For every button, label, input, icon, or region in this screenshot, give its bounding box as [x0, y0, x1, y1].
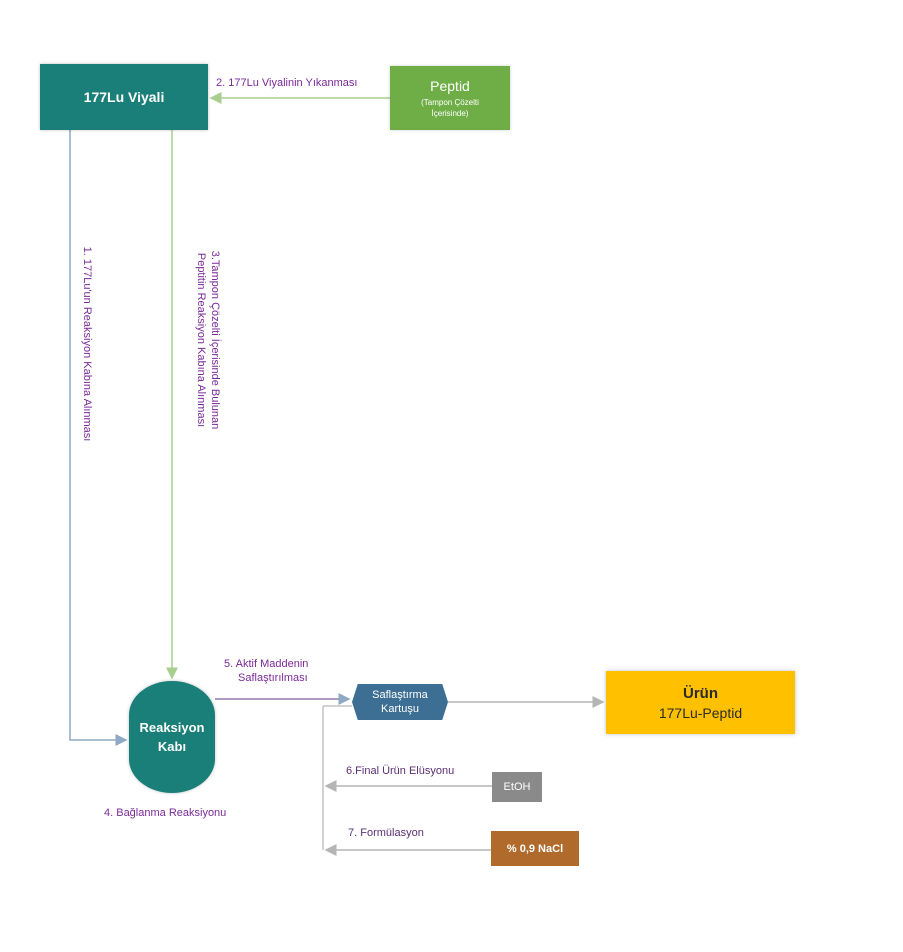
- node-purification-cartridge: Saflaştırma Kartuşu: [352, 684, 448, 720]
- step4-label: 4. Bağlanma Reaksiyonu: [104, 807, 227, 819]
- arrow-vial-to-reactor-step1: [69, 130, 128, 746]
- step7-label: 7. Formülasyon: [348, 827, 424, 839]
- node-peptid: Peptid (Tampon Çözelti İçerisinde): [390, 66, 510, 130]
- node-etoh: EtOH: [492, 772, 542, 802]
- node-cartridge-line2: Kartuşu: [381, 703, 419, 715]
- node-177lu-vial-label: 177Lu Viyali: [83, 89, 165, 105]
- step1-label: 1. 177Lu'un Reaksiyon Kabına Alınması: [81, 246, 93, 442]
- node-cartridge-line1: Saflaştırma: [372, 689, 428, 701]
- node-reaction-vessel: Reaksiyon Kabı: [129, 681, 215, 793]
- step5-label: 5. Aktif Maddenin Saflaştırılması: [224, 657, 308, 685]
- node-peptid-sub2: İçerisinde): [431, 108, 469, 118]
- step3-label: 3.Tampon Çözelti İçerisinde Bulunan Pept…: [192, 222, 222, 458]
- node-nacl-label: % 0,9 NaCl: [506, 842, 564, 855]
- node-peptid-title: Peptid: [430, 77, 470, 94]
- node-reaction-vessel-line1: Reaksiyon: [139, 720, 205, 735]
- step3-label-line2: Peptitin Reaksiyon Kabına Alınması: [195, 252, 207, 428]
- node-etoh-label: EtOH: [503, 781, 531, 793]
- step6-label: 6.Final Ürün Elüsyonu: [346, 765, 455, 777]
- node-177lu-vial: 177Lu Viyali: [40, 64, 208, 130]
- node-product: Ürün 177Lu-Peptid: [606, 671, 795, 734]
- node-product-title: Ürün: [683, 684, 718, 702]
- step5-label-line2: Saflaştırılması: [238, 672, 308, 684]
- step3-label-line1: 3.Tampon Çözelti İçerisinde Bulunan: [209, 250, 221, 430]
- node-nacl: % 0,9 NaCl: [491, 831, 579, 866]
- step5-label-line1: 5. Aktif Maddenin: [224, 658, 309, 670]
- node-peptid-sub1: (Tampon Çözelti: [421, 97, 479, 107]
- node-reaction-vessel-line2: Kabı: [157, 739, 187, 754]
- step2-label: 2. 177Lu Viyalinin Yıkanması: [216, 77, 358, 89]
- node-product-sub: 177Lu-Peptid: [658, 704, 743, 721]
